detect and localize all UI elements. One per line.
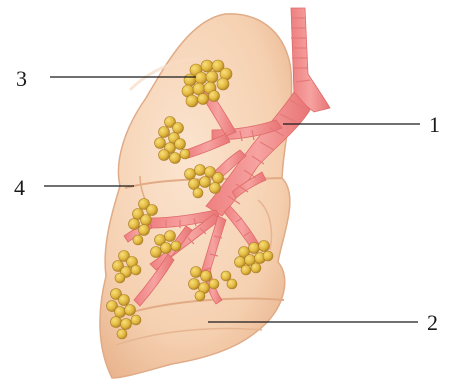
- label-1: 1: [429, 112, 440, 137]
- label-2: 2: [427, 310, 438, 335]
- label-3: 3: [16, 66, 27, 91]
- label-4: 4: [14, 175, 25, 200]
